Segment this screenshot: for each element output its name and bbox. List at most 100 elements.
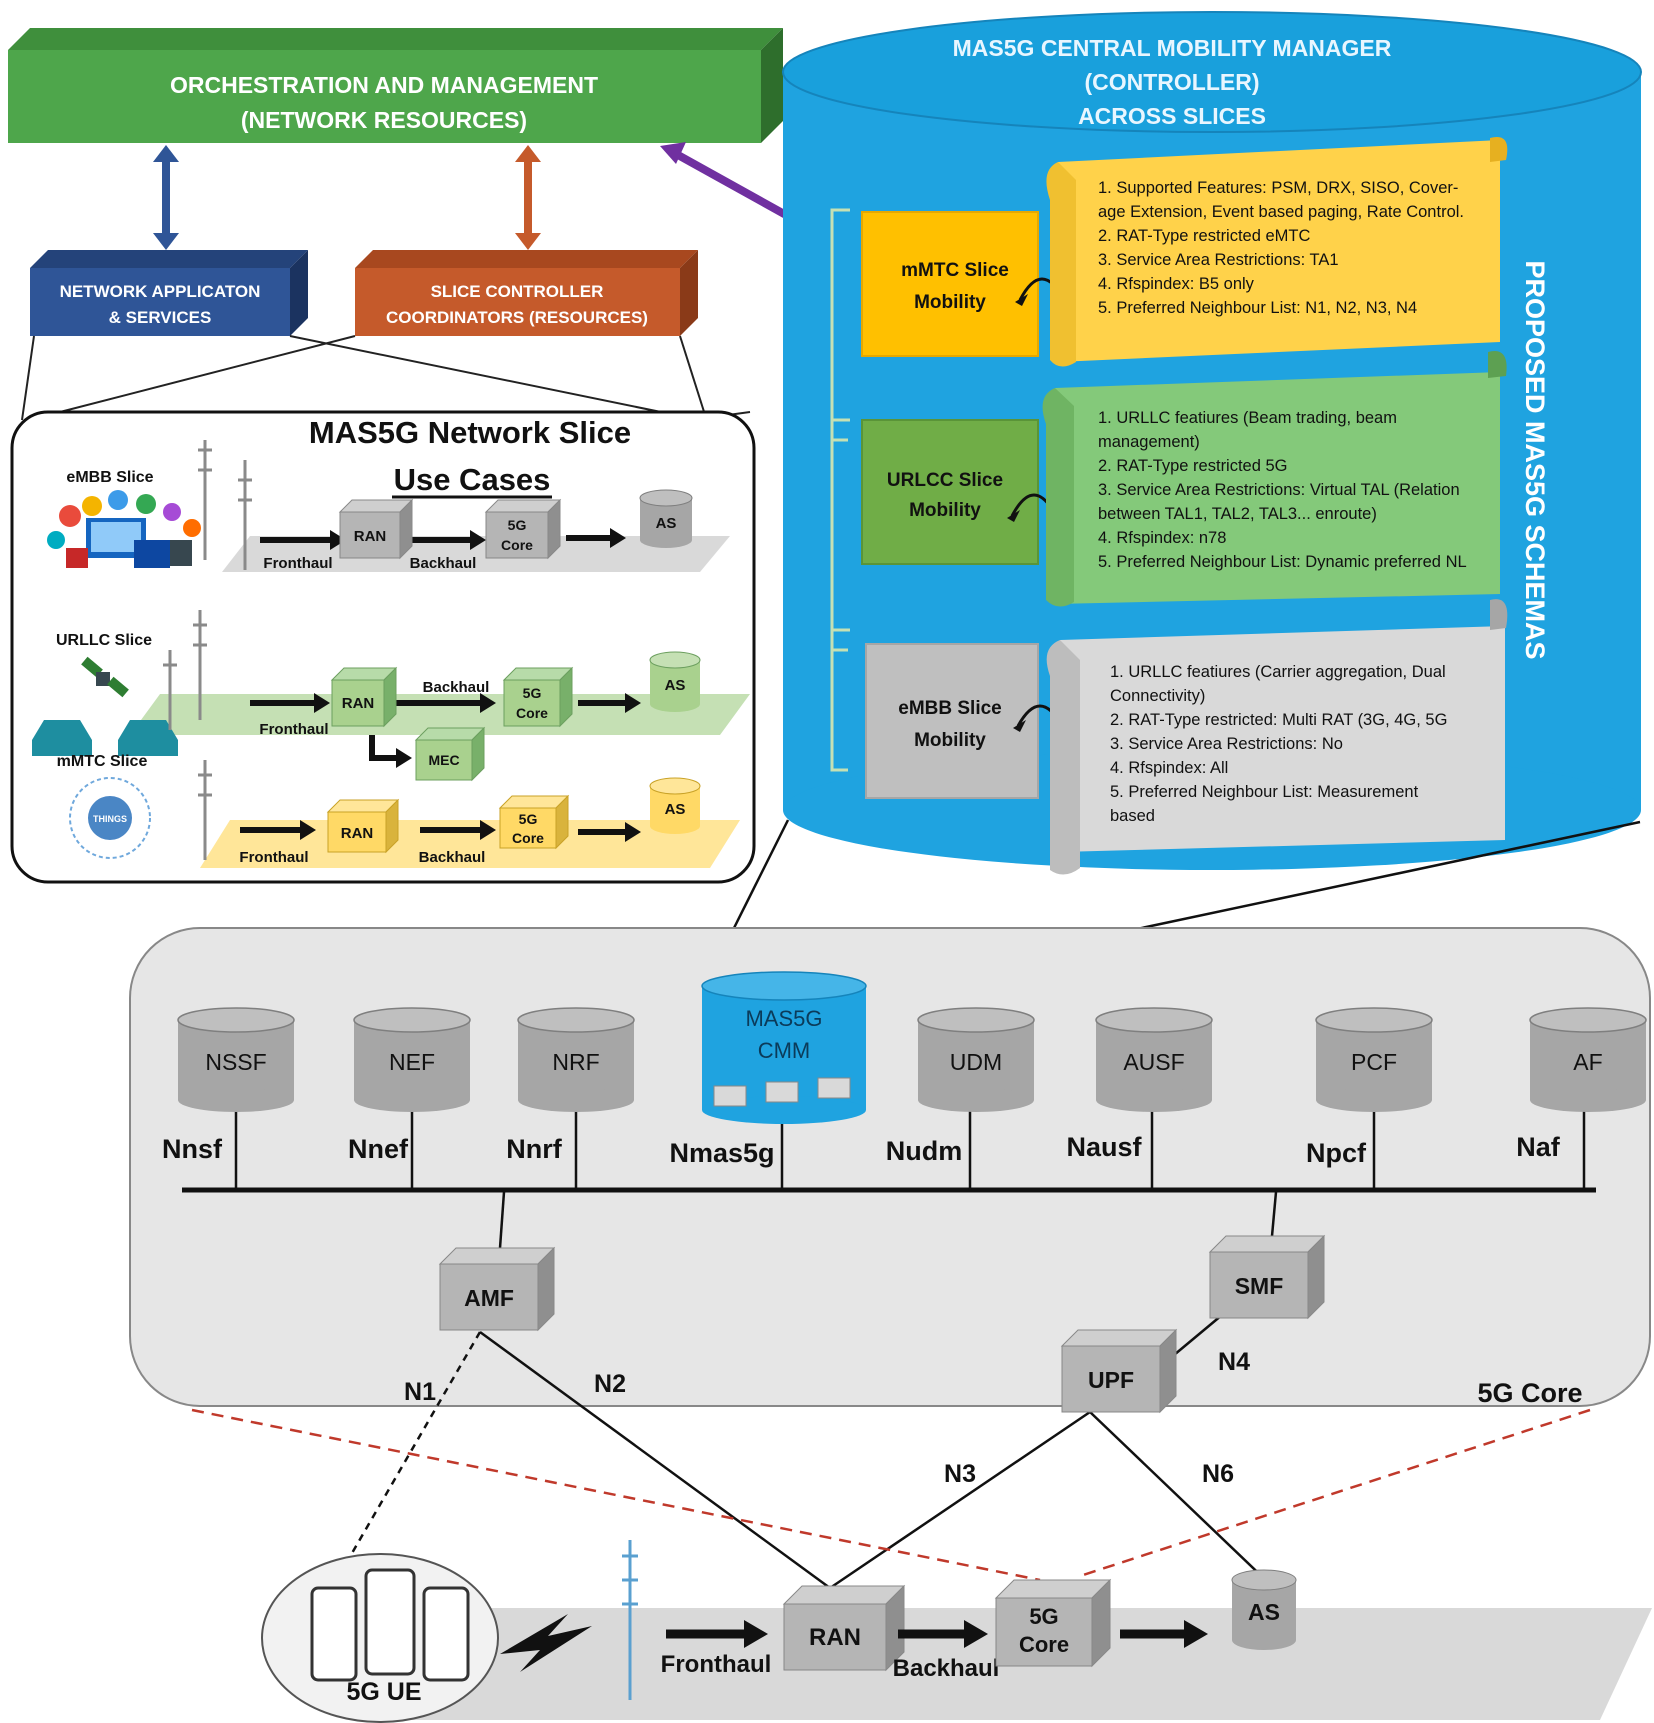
slice-controller-line1: SLICE CONTROLLER <box>431 282 604 301</box>
urllc-mec-box: MEC <box>414 726 486 782</box>
urllc-slice-name-2: Mobility <box>909 500 981 521</box>
schemas-side-label: PROPOSED MAS5G SCHEMAS <box>1520 260 1550 659</box>
things-label: THINGS <box>93 814 127 824</box>
embb-feature-3: 3. Service Area Restrictions: No <box>1110 735 1343 753</box>
n3-label: N3 <box>944 1460 976 1488</box>
orchestration-line1: ORCHESTRATION AND MANAGEMENT <box>170 72 598 98</box>
ue-group: 5G UE <box>261 1553 499 1723</box>
slice-controller-line2: COORDINATORS (RESOURCES) <box>386 308 648 327</box>
cmm-db-label-1: MAS5G <box>745 1006 822 1031</box>
urllc-feature-2: 2. RAT-Type restricted 5G <box>1098 457 1288 475</box>
udm-label: UDM <box>950 1049 1002 1075</box>
urllc-feature-1b: management) <box>1098 433 1200 451</box>
mmtc-slice-name-2: Mobility <box>914 292 986 313</box>
orchestration-line2: (NETWORK RESOURCES) <box>241 107 527 133</box>
nausf-interface: Nausf <box>1066 1132 1142 1162</box>
urllc-ran-box: RAN <box>330 666 398 728</box>
smf-label: SMF <box>1235 1273 1284 1299</box>
ue-phone-icon <box>422 1586 470 1682</box>
urllc-core-label-2: Core <box>516 705 548 721</box>
nf-nef: NEF Nnef <box>348 1007 471 1190</box>
arrow-orch-apps <box>153 145 179 250</box>
use-case-title-1: MAS5G Network Slice <box>309 415 631 450</box>
mmtc-slice-block: mMTC Slice Mobility <box>861 136 1508 367</box>
embb-feature-4: 4. Rfspindex: All <box>1110 759 1229 777</box>
mmtc-feature-3: 3. Service Area Restrictions: TA1 <box>1098 251 1339 269</box>
embb-slice-name-1: eMBB Slice <box>898 698 1001 719</box>
mmtc-tower-icon <box>198 760 212 860</box>
amf-box: AMF <box>438 1246 556 1332</box>
smf-box: SMF <box>1208 1234 1326 1320</box>
af-label: AF <box>1573 1049 1602 1075</box>
n2-label: N2 <box>594 1370 626 1398</box>
embb-slice-label: eMBB Slice <box>66 469 153 486</box>
urllc-tower-icon <box>163 610 207 730</box>
nmas5g-interface: Nmas5g <box>669 1138 774 1168</box>
urllc-core-box: 5G Core <box>502 666 574 728</box>
mmtc-slice-label: mMTC Slice <box>57 753 148 770</box>
nf-nrf: NRF Nnrf <box>506 1007 635 1190</box>
mmtc-core-label-2: Core <box>512 830 544 846</box>
app-services-box: NETWORK APPLICATON & SERVICES <box>30 250 308 336</box>
embb-feature-5b: based <box>1110 807 1155 825</box>
nf-nssf: NSSF Nnsf <box>162 1007 295 1190</box>
embb-slice-block: eMBB Slice Mobility <box>865 599 1508 875</box>
mmtc-features-list: 1. Supported Features: PSM, DRX, SISO, C… <box>1098 176 1464 320</box>
nssf-label: NSSF <box>205 1049 266 1075</box>
urllc-feature-3b: between TAL1, TAL2, TAL3... enroute) <box>1098 505 1377 523</box>
ue-label: 5G UE <box>346 1678 421 1706</box>
arrow-orch-slice <box>515 145 541 250</box>
nudm-interface: Nudm <box>886 1136 963 1166</box>
cmm-title-3: ACROSS SLICES <box>1078 103 1266 129</box>
nf-ausf: AUSF Nausf <box>1066 1007 1213 1190</box>
pcf-label: PCF <box>1351 1049 1397 1075</box>
access-ran-box: RAN <box>782 1584 906 1672</box>
ue-phone-icon <box>364 1568 416 1676</box>
mmtc-backhaul-label: Backhaul <box>419 849 486 866</box>
embb-feature-1b: Connectivity) <box>1110 687 1206 705</box>
embb-core-label-2: Core <box>501 537 533 553</box>
urllc-features-list: 1. URLLC featiures (Beam trading, beam m… <box>1098 406 1467 574</box>
urllc-feature-1: 1. URLLC featiures (Beam trading, beam <box>1098 409 1397 427</box>
car-icon <box>32 720 178 756</box>
core-boundary-dashes <box>191 1408 1591 1582</box>
cmm-db-label-2: CMM <box>758 1038 811 1063</box>
mmtc-ran-label: RAN <box>341 825 374 842</box>
embb-feature-2: 2. RAT-Type restricted: Multi RAT (3G, 4… <box>1110 711 1448 729</box>
slice-controller-box: SLICE CONTROLLER COORDINATORS (RESOURCES… <box>355 250 698 336</box>
embb-backhaul-label: Backhaul <box>410 555 477 572</box>
access-core-label-1: 5G <box>1029 1604 1058 1629</box>
n6-label: N6 <box>1202 1460 1234 1488</box>
things-cloud-icon: THINGS <box>69 777 151 859</box>
nf-pcf: PCF Npcf <box>1306 1007 1433 1190</box>
mmtc-feature-1: 1. Supported Features: PSM, DRX, SISO, C… <box>1098 179 1459 197</box>
nnsf-interface: Nnsf <box>162 1134 223 1164</box>
urllc-as-cylinder: AS <box>649 651 701 712</box>
urllc-feature-5: 5. Preferred Neighbour List: Dynamic pre… <box>1098 553 1467 571</box>
urllc-mec-label: MEC <box>428 752 459 768</box>
n4-label: N4 <box>1218 1348 1250 1376</box>
nef-label: NEF <box>389 1049 435 1075</box>
nnrf-interface: Nnrf <box>506 1134 562 1164</box>
naf-interface: Naf <box>1516 1132 1561 1162</box>
mmtc-feature-5: 5. Preferred Neighbour List: N1, N2, N3,… <box>1098 299 1418 317</box>
embb-ran-box: RAN <box>338 498 414 560</box>
ue-phone-icon <box>310 1586 358 1682</box>
urllc-ran-label: RAN <box>342 695 375 712</box>
access-as-label: AS <box>1248 1599 1280 1625</box>
embb-core-box: 5G Core <box>484 498 562 560</box>
use-case-title-2: Use Cases <box>394 462 551 497</box>
mmtc-feature-1b: age Extension, Event based paging, Rate … <box>1098 203 1464 221</box>
mmtc-fronthaul-label: Fronthaul <box>239 849 308 866</box>
access-core-box: 5G Core <box>994 1578 1112 1668</box>
embb-ran-label: RAN <box>354 528 387 545</box>
core-label: 5G Core <box>1477 1378 1582 1408</box>
mmtc-ran-box: RAN <box>326 798 400 854</box>
embb-feature-1: 1. URLLC featiures (Carrier aggregation,… <box>1110 663 1446 681</box>
embb-as-cylinder: AS <box>639 489 693 548</box>
access-ran-label: RAN <box>809 1624 861 1651</box>
embb-fronthaul-label: Fronthaul <box>263 555 332 572</box>
nf-af: AF Naf <box>1516 1007 1647 1190</box>
mmtc-feature-2: 2. RAT-Type restricted eMTC <box>1098 227 1311 245</box>
